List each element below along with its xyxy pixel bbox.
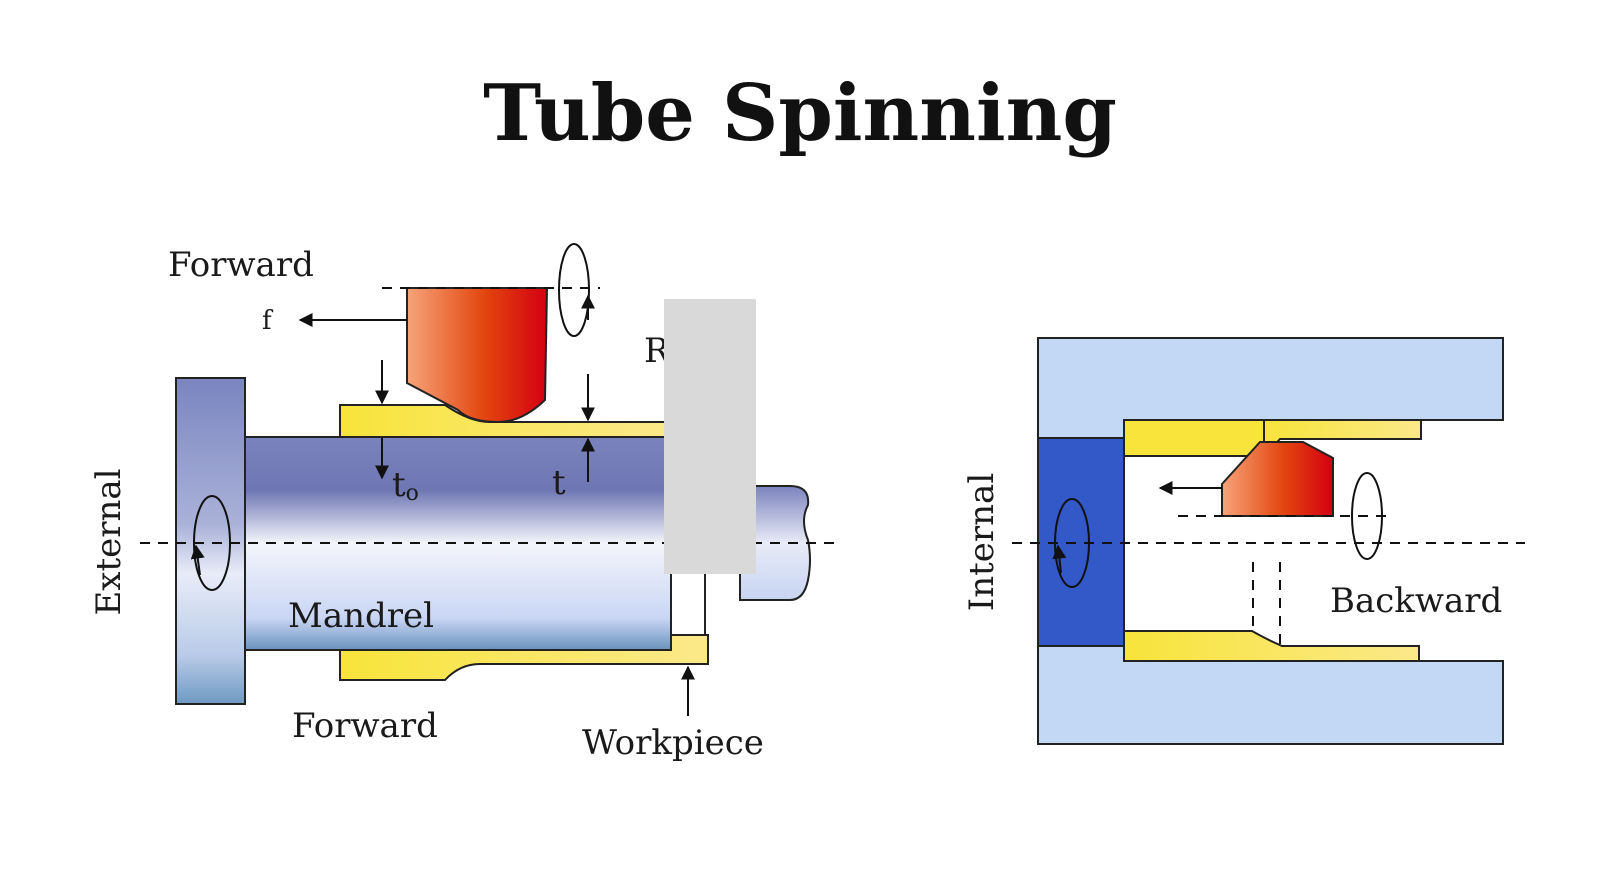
internal-mandrel-rotation-icon: [1054, 498, 1090, 588]
mandrel-flange: [175, 377, 246, 705]
page-title: Tube Spinning: [483, 68, 1117, 159]
mandrel-rotation-arrow: [190, 544, 205, 576]
forward-top-label: Forward: [168, 245, 314, 285]
internal-spinning-diagram: Backward Internal: [962, 337, 1525, 745]
internal-roller-rotation-icon: [1351, 472, 1383, 560]
forming-roller: [406, 287, 549, 424]
occluding-panel: [664, 299, 756, 574]
internal-workpiece-bottom: [1123, 630, 1420, 662]
forward-bottom-label: Forward: [292, 706, 438, 746]
mandrel-label: Mandrel: [288, 596, 434, 636]
roller-rotation-icon: [558, 243, 590, 337]
internal-side-label: Internal: [962, 473, 1002, 611]
internal-workpiece-top-thick: [1123, 419, 1265, 457]
mandrel-rotation-icon: [193, 495, 231, 591]
feed-label: f: [262, 306, 274, 336]
t-label: t: [552, 463, 566, 503]
workpiece-label: Workpiece: [582, 723, 764, 763]
workpiece-bottom: [339, 634, 709, 681]
t0-label: to: [392, 465, 419, 506]
backward-label: Backward: [1330, 581, 1502, 621]
external-spinning-diagram: f Forward to t R Mandrel Forward Workpie…: [89, 243, 835, 763]
internal-mandrel-rotation-arrow: [1052, 544, 1067, 574]
external-side-label: External: [89, 468, 129, 615]
